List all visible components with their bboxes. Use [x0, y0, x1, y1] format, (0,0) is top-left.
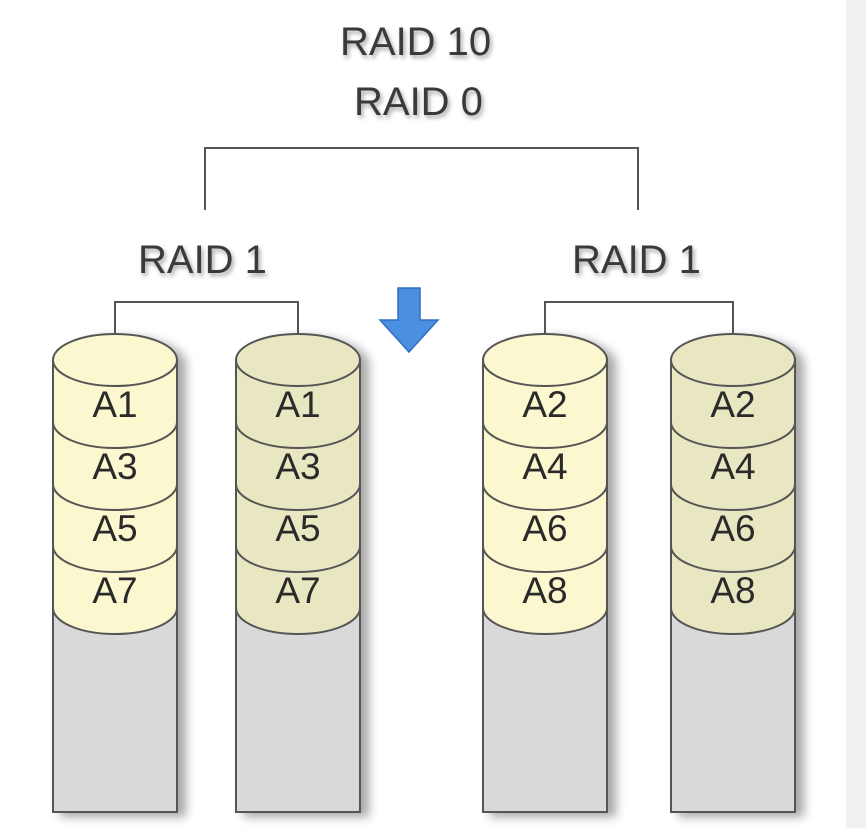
raid0-connector: [204, 147, 639, 210]
block-label: A2: [710, 384, 755, 425]
block-label: A7: [92, 570, 137, 611]
title-raid10: RAID 10: [340, 20, 492, 64]
down-arrow-icon: [378, 287, 440, 354]
block-label: A2: [522, 384, 567, 425]
disk-empty-body: [235, 607, 361, 813]
raid1-right-connector: [544, 301, 734, 362]
disk-top-cap: [482, 333, 608, 387]
block-label: A5: [92, 508, 137, 549]
block-label: A1: [92, 384, 137, 425]
title-raid0: RAID 0: [354, 80, 483, 124]
block-label: A8: [522, 570, 567, 611]
raid1-left-connector: [114, 301, 299, 362]
block-label: A5: [275, 508, 320, 549]
disk-top-cap: [52, 333, 178, 387]
block-label: A3: [275, 446, 320, 487]
disk-empty-body: [482, 607, 608, 813]
block-label: A4: [710, 446, 755, 487]
disk-top-cap: [235, 333, 361, 387]
block-label: A8: [710, 570, 755, 611]
disk-empty-body: [52, 607, 178, 813]
title-raid1-right: RAID 1: [572, 238, 701, 282]
block-label: A4: [522, 446, 567, 487]
block-label: A7: [275, 570, 320, 611]
page-edge-strip: [846, 0, 866, 828]
block-label: A6: [522, 508, 567, 549]
title-raid1-left: RAID 1: [138, 238, 267, 282]
block-label: A1: [275, 384, 320, 425]
disk-empty-body: [670, 607, 796, 813]
block-label: A6: [710, 508, 755, 549]
disk-top-cap: [670, 333, 796, 387]
block-label: A3: [92, 446, 137, 487]
